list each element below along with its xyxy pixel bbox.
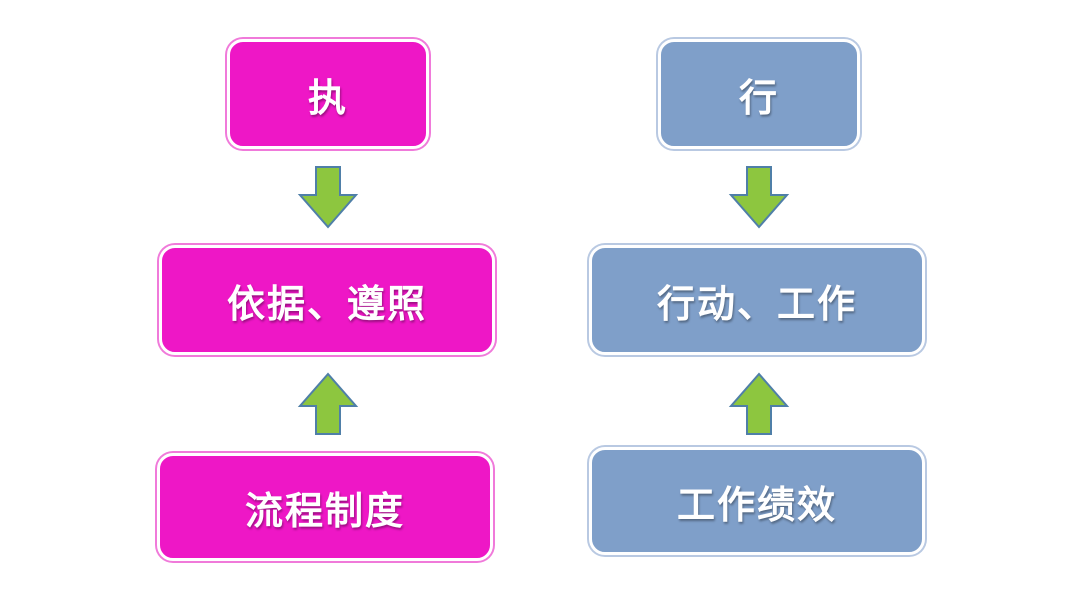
node-process: 流程制度 xyxy=(157,453,493,561)
node-action-label: 行动、工作 xyxy=(656,281,857,326)
arrow-down-icon xyxy=(297,166,359,229)
node-xing-label: 行 xyxy=(738,75,779,120)
arrow-down-right xyxy=(727,165,791,229)
node-process-label: 流程制度 xyxy=(244,488,405,533)
arrow-up-icon xyxy=(297,372,359,435)
arrow-up-icon xyxy=(728,372,790,435)
node-performance: 工作绩效 xyxy=(589,447,925,555)
arrow-down-left xyxy=(296,165,360,229)
node-performance-label: 工作绩效 xyxy=(676,482,837,527)
arrow-up-left xyxy=(296,372,360,436)
arrow-up-right xyxy=(727,372,791,436)
node-zhi: 执 xyxy=(227,39,429,149)
arrow-down-icon xyxy=(728,166,790,229)
node-action: 行动、工作 xyxy=(589,245,925,355)
node-xing: 行 xyxy=(658,39,860,149)
node-basis: 依据、遵照 xyxy=(159,245,495,355)
node-basis-label: 依据、遵照 xyxy=(226,281,427,326)
node-zhi-label: 执 xyxy=(307,75,348,120)
